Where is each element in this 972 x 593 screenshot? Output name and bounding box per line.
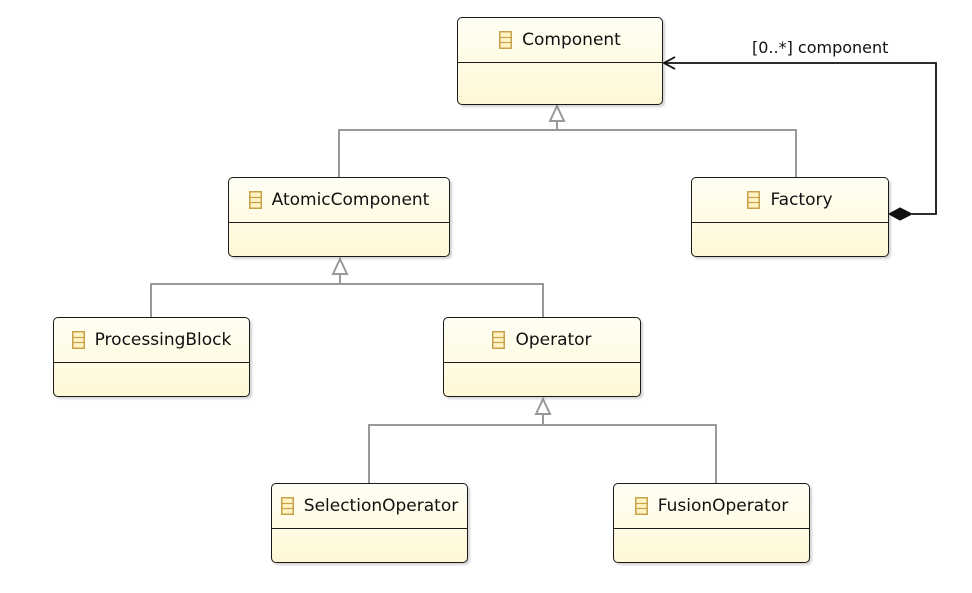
class-header: Component (458, 18, 662, 63)
generalization-arrowhead-component (548, 103, 566, 122)
class-name-processing-block: ProcessingBlock (94, 330, 232, 350)
class-operator[interactable]: Operator (443, 317, 641, 397)
class-name-component: Component (522, 30, 621, 50)
class-header: Operator (444, 318, 640, 363)
class-icon (747, 191, 761, 209)
class-name-selection-operator: SelectionOperator (303, 496, 459, 516)
class-selection-operator[interactable]: SelectionOperator (271, 483, 468, 563)
class-name-operator: Operator (515, 330, 592, 350)
class-fusion-operator[interactable]: FusionOperator (613, 483, 810, 563)
class-factory[interactable]: Factory (691, 177, 889, 257)
class-icon (499, 31, 513, 49)
generalization-to-operator (368, 414, 717, 483)
class-icon (634, 497, 648, 515)
class-icon (248, 191, 262, 209)
generalization-to-atomic (150, 274, 544, 317)
class-atomic-component[interactable]: AtomicComponent (228, 177, 450, 257)
class-icon (492, 331, 506, 349)
class-name-atomic-component: AtomicComponent (271, 190, 430, 210)
generalization-arrowhead-atomic (331, 256, 349, 275)
class-icon (71, 331, 85, 349)
class-icon (280, 497, 294, 515)
class-processing-block[interactable]: ProcessingBlock (53, 317, 250, 397)
class-header: AtomicComponent (229, 178, 449, 223)
composition-diamond (887, 207, 914, 221)
class-header: SelectionOperator (272, 484, 467, 529)
class-header: FusionOperator (614, 484, 809, 529)
class-header: ProcessingBlock (54, 318, 249, 363)
class-component[interactable]: Component (457, 17, 663, 105)
association-label: [0..*] component (752, 38, 889, 57)
association-arrowhead (662, 56, 676, 70)
generalization-to-component (338, 121, 797, 177)
class-name-fusion-operator: FusionOperator (657, 496, 789, 516)
class-header: Factory (692, 178, 888, 223)
composition-line (664, 62, 937, 215)
generalization-arrowhead-operator (534, 396, 552, 415)
class-name-factory: Factory (770, 190, 833, 210)
